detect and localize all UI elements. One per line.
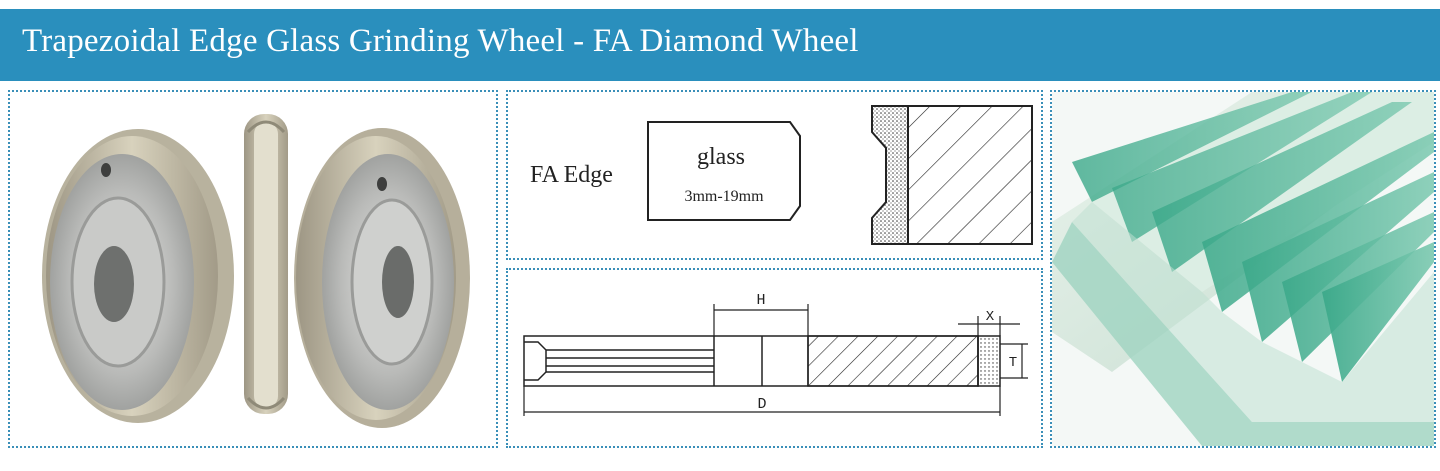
diamond-segment: [977, 335, 1001, 387]
dim-d-label: D: [757, 396, 766, 413]
dim-t-label: T: [1009, 355, 1017, 371]
wheel-photo: [42, 114, 470, 428]
profile-diagram-panel: FA Edge glass 3mm-19mm: [506, 90, 1043, 260]
diamond-layer: [871, 105, 909, 245]
dim-x-label: X: [986, 309, 995, 325]
glass-label: glass: [697, 144, 745, 170]
glass-profile: [647, 121, 801, 221]
profile-diagram: FA Edge glass 3mm-19mm: [530, 105, 1033, 245]
wheel-photo-panel: [8, 90, 498, 448]
page-title: Trapezoidal Edge Glass Grinding Wheel - …: [22, 23, 859, 59]
dim-h-label: H: [756, 292, 765, 309]
thickness-range: 3mm-19mm: [684, 188, 764, 205]
hatched-body: [807, 335, 979, 387]
glass-photo-panel: [1050, 90, 1436, 448]
wheel-body-section: [907, 105, 1033, 245]
fa-edge-label: FA Edge: [530, 162, 613, 188]
dimension-diagram: H X T D: [523, 292, 1028, 416]
dimension-diagram-panel: H X T D: [506, 268, 1043, 448]
title-banner: Trapezoidal Edge Glass Grinding Wheel - …: [0, 9, 1440, 81]
glass-photo: [1052, 92, 1434, 446]
